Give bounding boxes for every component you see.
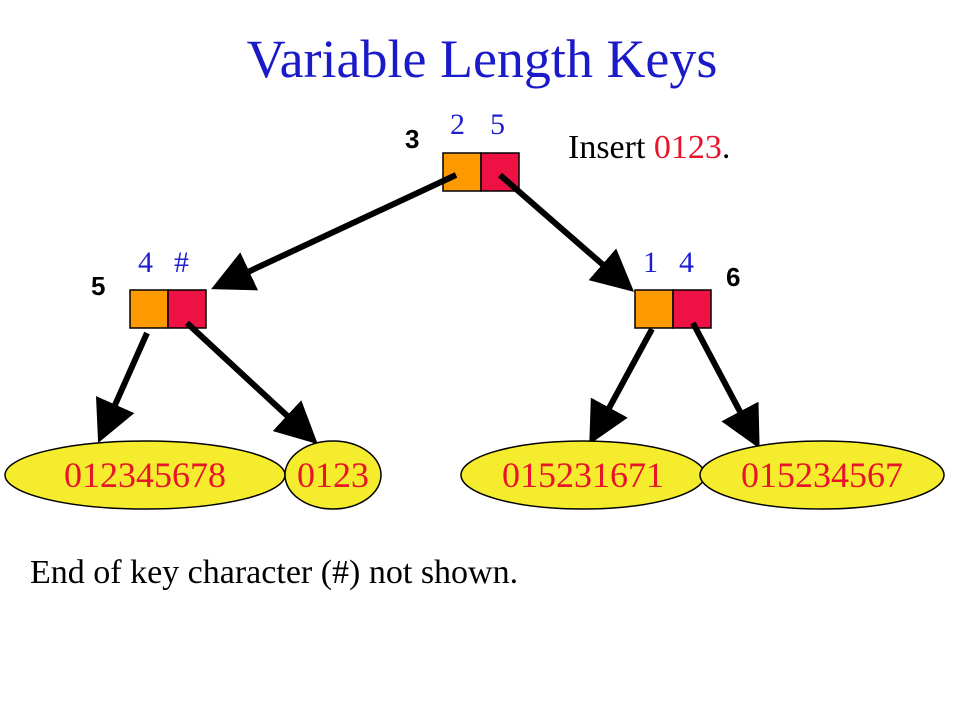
insert-prefix: Insert (568, 129, 654, 166)
arrow-root-to-right (498, 172, 635, 292)
leaf-1: 012345678 (4, 440, 286, 510)
right-node-right-cell (672, 289, 712, 329)
leaf-2-key: 0123 (297, 455, 369, 495)
insert-instruction: Insert 0123. (568, 129, 730, 166)
arrow-right-to-leaf-4 (690, 321, 760, 449)
arrow-left-to-leaf-1 (95, 331, 150, 443)
right-node (634, 289, 712, 329)
insert-key: 0123 (654, 129, 722, 166)
root-node-right-cell (480, 152, 520, 192)
leaf-2: 0123 (284, 440, 382, 510)
left-node (129, 289, 207, 329)
page-title: Variable Length Keys (247, 29, 718, 89)
leaf-4-key: 015234567 (741, 455, 903, 495)
left-node-index-right: # (174, 246, 189, 279)
left-node-right-cell (167, 289, 207, 329)
arrow-right-to-leaf-3 (589, 327, 655, 445)
leaf-4: 015234567 (699, 440, 945, 510)
root-node-number: 3 (405, 124, 419, 154)
root-node-index-right: 5 (490, 108, 505, 141)
right-node-number: 6 (726, 262, 740, 292)
right-node-index-right: 4 (679, 246, 694, 279)
right-node-index-left: 1 (643, 246, 658, 279)
footnote: End of key character (#) not shown. (30, 554, 518, 591)
arrow-left-to-leaf-2 (184, 320, 318, 445)
left-node-number: 5 (91, 271, 105, 301)
leaf-3: 015231671 (460, 440, 706, 510)
left-node-index-left: 4 (138, 246, 153, 279)
insert-suffix: . (722, 129, 731, 166)
root-node-index-left: 2 (450, 108, 465, 141)
right-node-left-cell (634, 289, 674, 329)
root-node (442, 152, 520, 192)
root-node-left-cell (442, 152, 482, 192)
arrow-root-to-left (211, 172, 458, 291)
left-node-left-cell (129, 289, 169, 329)
leaf-1-key: 012345678 (64, 455, 226, 495)
leaf-2-shape (284, 440, 382, 510)
leaf-4-shape (699, 440, 945, 510)
leaf-3-key: 015231671 (502, 455, 664, 495)
